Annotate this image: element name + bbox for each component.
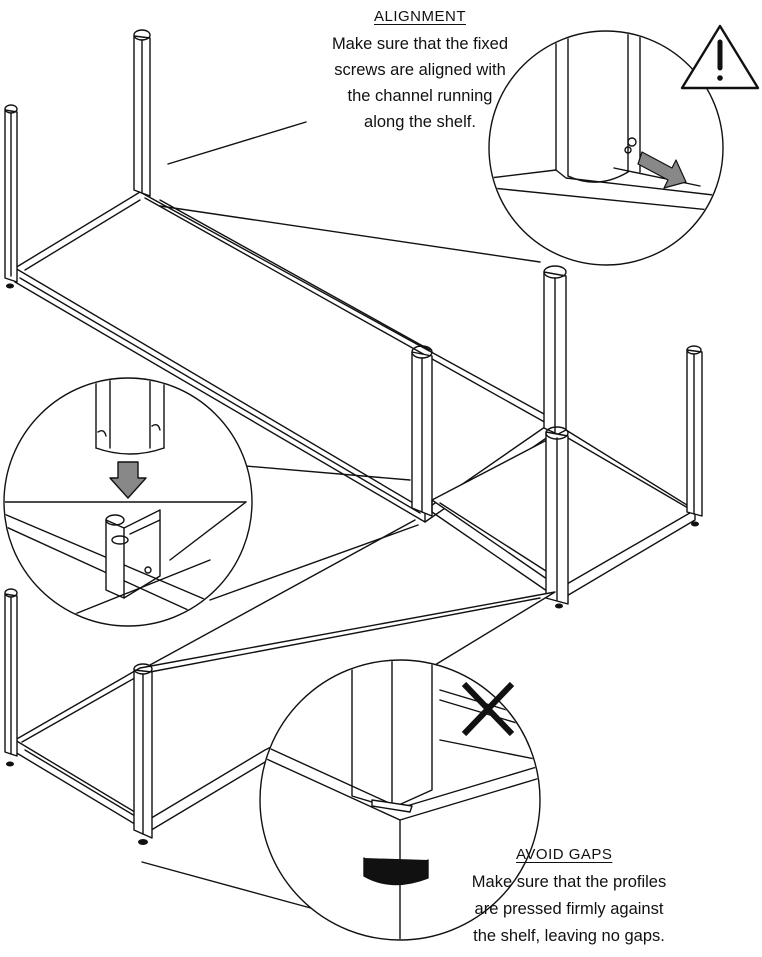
warning-triangle-icon [680,24,760,90]
avoid-gaps-line: are pressed firmly against [474,900,664,918]
alignment-line: Make sure that the fixed [331,35,509,53]
avoid-gaps-text: Make sure that the profiles are pressed … [438,869,700,950]
post-upper-right [543,265,567,439]
post-upper-left [4,104,18,283]
avoid-gaps-line: the shelf, leaving no gaps. [473,927,665,945]
alignment-line: the channel running [347,87,493,105]
post-lower-front [133,663,153,839]
cross-mark-icon [461,681,515,737]
alignment-detail [488,24,760,266]
avoid-gaps-callout: AVOID GAPS Make sure that the profiles a… [438,846,700,950]
post-lower-left [4,588,18,757]
post-right-front [545,426,569,605]
alignment-callout: ALIGNMENT Make sure that the fixed screw… [300,8,540,135]
arrow-icon [637,151,687,189]
avoid-gaps-line: Make sure that the profiles [471,873,667,891]
gaps-detail [259,659,541,941]
alignment-heading: ALIGNMENT [373,8,466,25]
post-upper-back [133,29,151,197]
avoid-gaps-heading: AVOID GAPS [516,846,613,863]
alignment-line: along the shelf. [364,113,476,131]
alignment-line: screws are aligned with [334,61,506,79]
post-right-back [686,345,703,517]
feet [6,283,699,845]
post-upper-front [411,345,433,517]
alignment-text: Make sure that the fixed screws are alig… [300,31,540,135]
insertion-detail [3,377,253,627]
